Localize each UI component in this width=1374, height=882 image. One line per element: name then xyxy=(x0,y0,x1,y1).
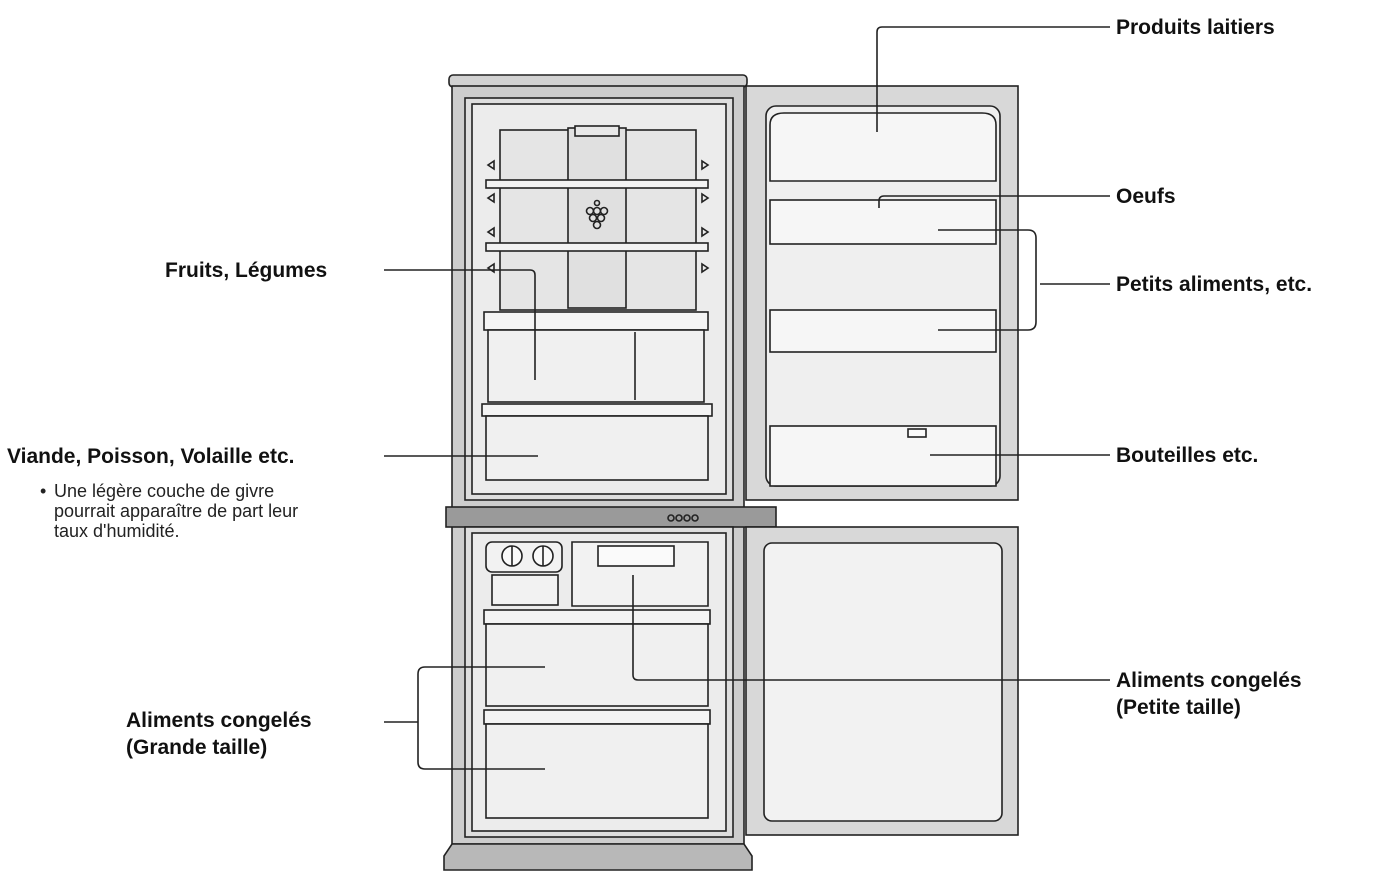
label-viande: Viande, Poisson, Volaille etc. xyxy=(7,445,295,468)
note-viande: • Une légère couche de givre pourrait ap… xyxy=(40,481,300,541)
leader-congeles-grande xyxy=(384,666,545,770)
fridge-meat-drawer xyxy=(485,415,709,481)
label-congeles-grande-2: (Grande taille) xyxy=(126,736,268,759)
bullet-icon: • xyxy=(40,481,47,501)
leader-congeles-petite xyxy=(632,575,1110,681)
fridge-door-dairy-bin xyxy=(769,112,997,182)
freezer-drawer-2 xyxy=(485,723,709,819)
label-bouteilles: Bouteilles etc. xyxy=(1116,444,1259,467)
label-produits-laitiers: Produits laitiers xyxy=(1116,16,1275,39)
freezer-drawer-1 xyxy=(485,623,709,707)
note-viande-text: Une légère couche de givre pourrait appa… xyxy=(54,481,299,541)
label-congeles-grande-1: Aliments congelés xyxy=(126,709,312,732)
label-congeles-petite-1: Aliments congelés xyxy=(1116,669,1302,692)
freezer-drawer-2-lid xyxy=(483,709,711,725)
fridge-vegetable-drawer xyxy=(487,329,705,403)
leader-petits-aliments xyxy=(938,229,1110,331)
leader-produits-laitiers xyxy=(876,26,1110,132)
fridge-door-bottle-bin xyxy=(769,425,997,487)
label-congeles-petite-2: (Petite taille) xyxy=(1116,696,1241,719)
leader-oeufs xyxy=(878,195,1110,208)
label-petits-aliments: Petits aliments, etc. xyxy=(1116,273,1313,296)
fridge-air-duct-top xyxy=(574,125,620,137)
fridge-vegetable-drawer-lid xyxy=(483,311,709,331)
fridge-door-small-bin xyxy=(769,309,997,353)
fridge-meat-drawer-lid xyxy=(481,403,713,417)
fridge-base xyxy=(443,843,753,871)
fridge-shelf-2 xyxy=(485,242,709,252)
fridge-middle-divider xyxy=(445,506,777,528)
label-fruits-legumes: Fruits, Légumes xyxy=(165,259,328,282)
leader-fruits-legumes xyxy=(384,269,536,380)
fridge-door-egg-bin xyxy=(769,199,997,245)
fridge-shelf-1 xyxy=(485,179,709,189)
freezer-ice-tray xyxy=(491,574,559,606)
freezer-door-inner xyxy=(763,542,1003,822)
label-oeufs: Oeufs xyxy=(1116,185,1176,208)
freezer-drawer-1-lid xyxy=(483,609,711,625)
